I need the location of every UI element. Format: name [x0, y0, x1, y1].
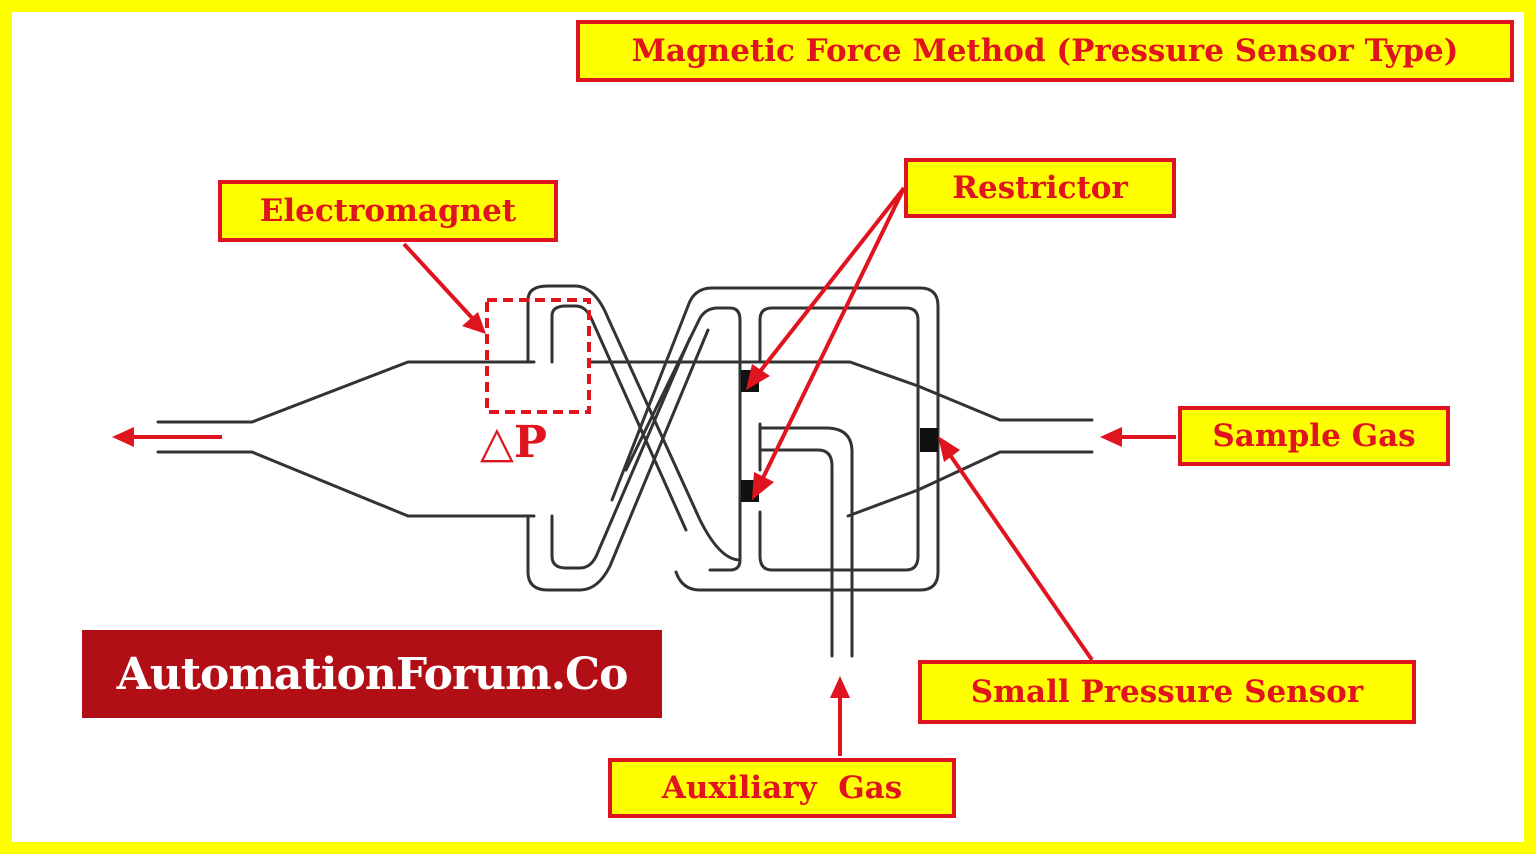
restrictor-label: Restrictor — [904, 158, 1176, 218]
outlet-arrow — [112, 427, 222, 447]
cross-loops — [610, 286, 940, 592]
electromagnet-region — [485, 298, 591, 414]
left-loop — [526, 284, 742, 592]
watermark-logo: AutomationForum.Co — [82, 630, 662, 718]
auxiliary-gas-arrow — [830, 676, 850, 756]
auxiliary-pipe — [758, 426, 854, 658]
auxiliary-gas-label: Auxiliary Gas — [608, 758, 956, 818]
small-pressure-sensor-label: Small Pressure Sensor — [918, 660, 1416, 724]
electromagnet-pointer — [402, 242, 486, 334]
delta-p-label: △P — [480, 417, 547, 468]
sample-gas-label: Sample Gas — [1178, 406, 1450, 466]
electromagnet-label: Electromagnet — [218, 180, 558, 242]
outlet-pipe — [156, 360, 536, 518]
sample-gas-arrow — [1100, 427, 1176, 447]
main-flow — [588, 360, 1094, 518]
diagram-title: Magnetic Force Method (Pressure Sensor T… — [576, 20, 1514, 82]
small-pressure-sensor-block — [920, 428, 938, 452]
restrictor-pointers — [746, 186, 906, 500]
small-pressure-sensor-pointer — [938, 436, 1094, 662]
